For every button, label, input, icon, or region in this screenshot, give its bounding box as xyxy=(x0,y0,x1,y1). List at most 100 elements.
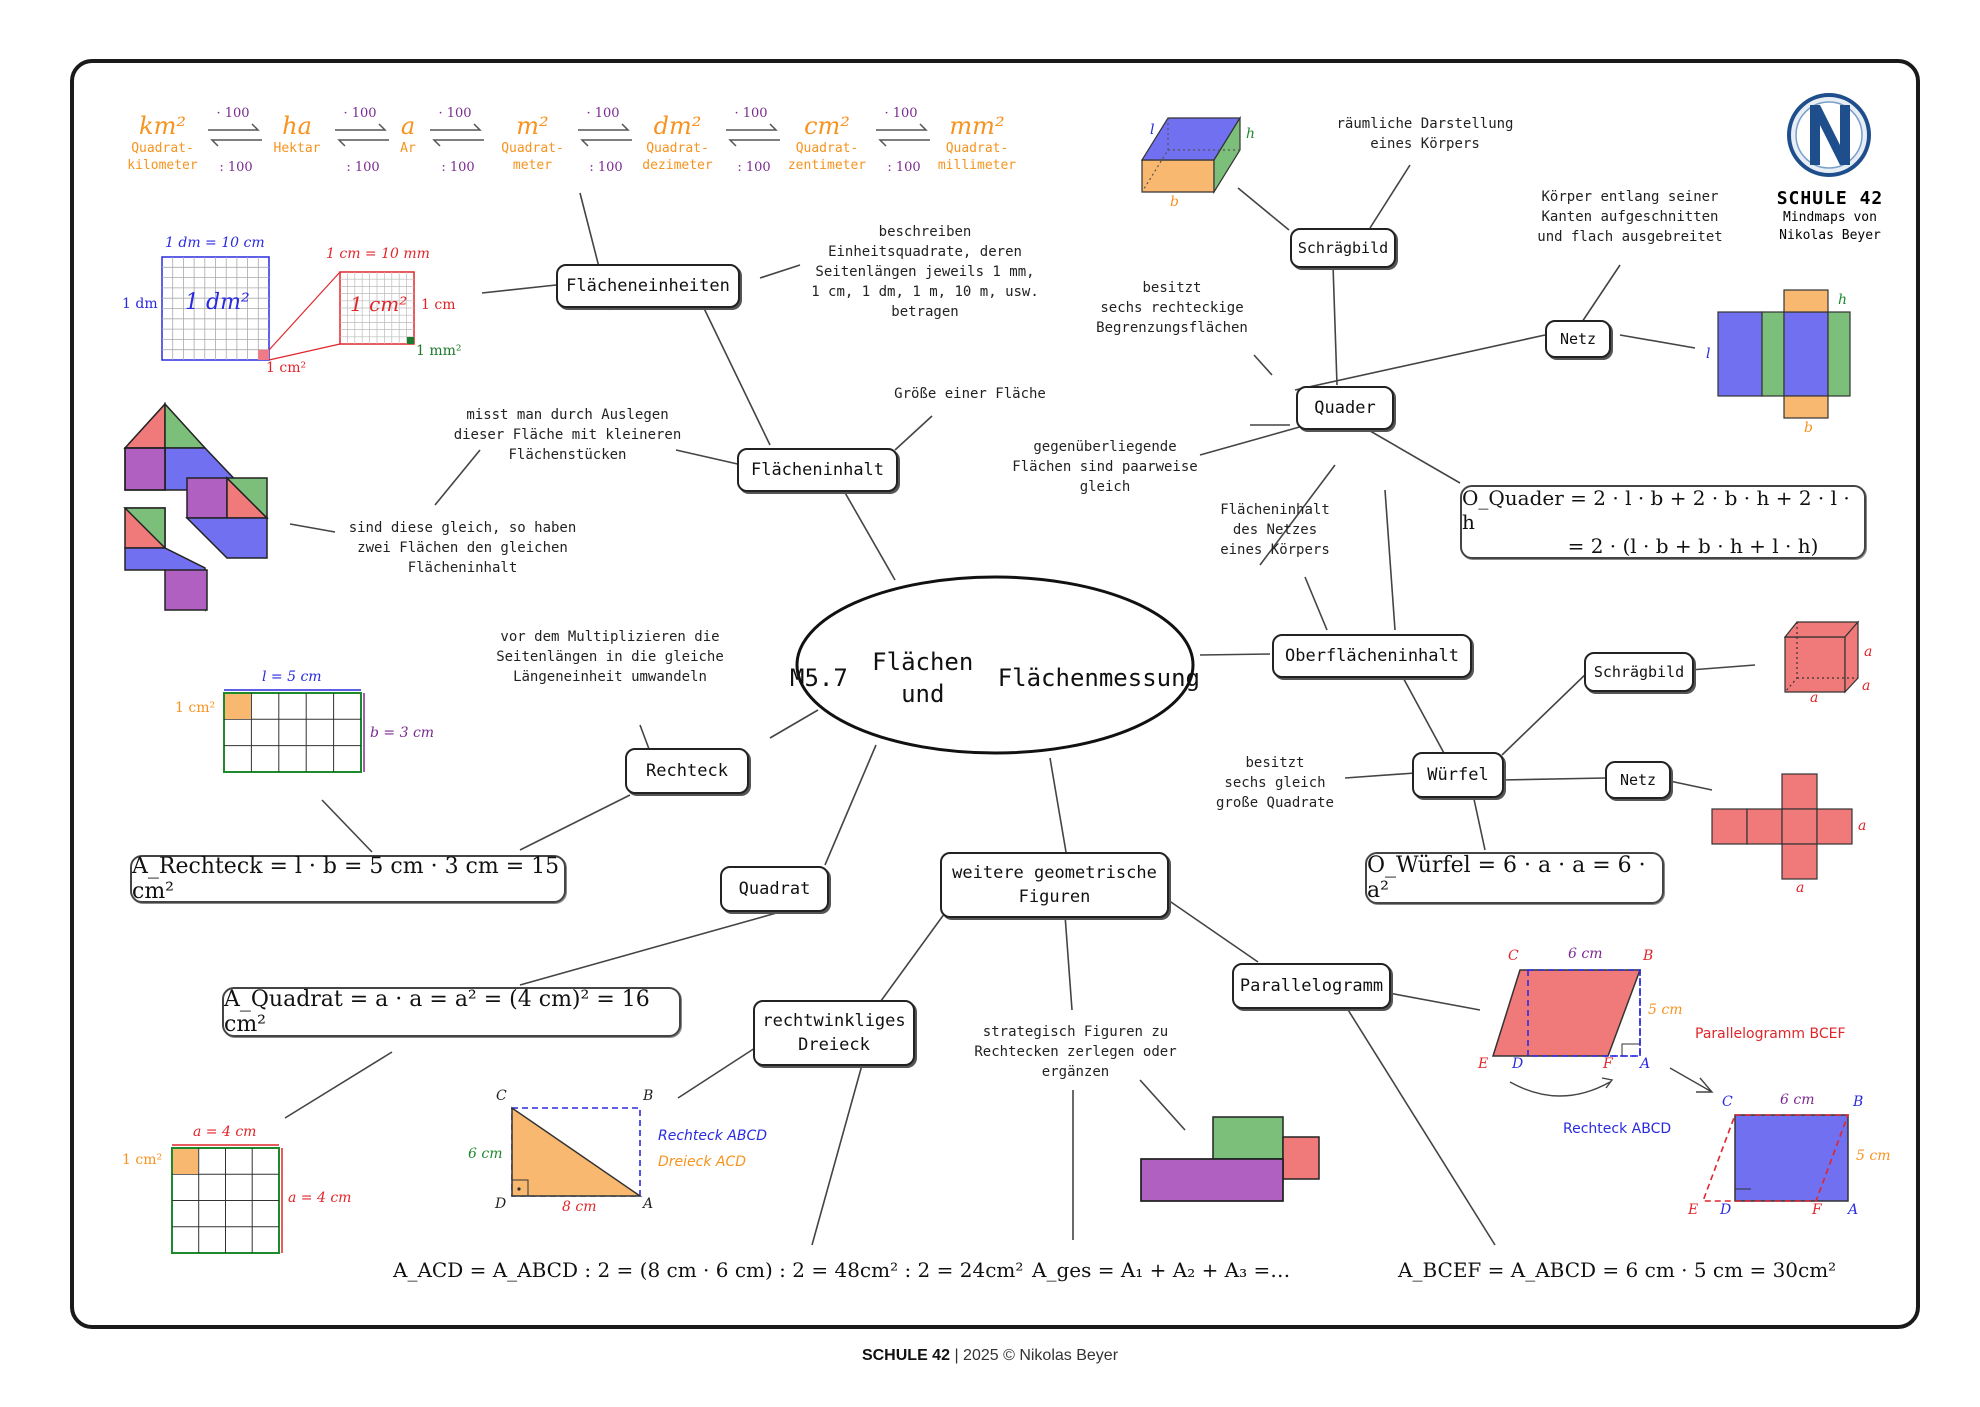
label-par-e: E xyxy=(1478,1056,1489,1072)
node-quader[interactable]: Quader xyxy=(1296,386,1394,430)
node-quadrat[interactable]: Quadrat xyxy=(720,866,829,912)
formula-dreieck: A_ACD = A_ABCD : 2 = (8 cm · 6 cm) : 2 =… xyxy=(393,1258,1024,1282)
node-weitere-figuren[interactable]: weitere geometrische Figuren xyxy=(940,852,1169,918)
text-sechs-rechteckige: besitzt sechs rechteckige Begrenzungsflä… xyxy=(1096,280,1248,336)
center-ellipse xyxy=(795,575,1195,755)
label-rect-unit: 1 cm² xyxy=(175,700,216,716)
node-oberflaecheninhalt[interactable]: Oberflächeninhalt xyxy=(1272,634,1472,678)
formula-wuerfel: O_Würfel = 6 · a · a = 6 · a² xyxy=(1365,852,1664,904)
label-tri-6: 6 cm xyxy=(468,1146,503,1162)
label-par-5: 5 cm xyxy=(1648,1002,1683,1018)
label-par-6: 6 cm xyxy=(1568,946,1603,962)
cuboid-figure xyxy=(1140,115,1242,195)
cuboid-net xyxy=(1717,289,1851,419)
node-parallelogramm[interactable]: Parallelogramm xyxy=(1232,963,1391,1009)
tangram-shapes xyxy=(123,402,269,612)
conv-div-3: : 100 xyxy=(441,160,475,175)
dm2-grid xyxy=(161,256,341,361)
node-rechteck[interactable]: Rechteck xyxy=(625,748,749,794)
center-topic: M5.7 Flächen und Flächenmessung xyxy=(790,648,1200,708)
label-netz-l: l xyxy=(1706,346,1711,362)
composite-figure xyxy=(1140,1116,1320,1202)
label-tri-dreieck: Dreieck ACD xyxy=(658,1154,747,1170)
label-dm-top: 1 dm = 10 cm xyxy=(165,235,265,251)
text-raeumlich: räumliche Darstellung eines Körpers xyxy=(1336,116,1514,152)
cube-figure xyxy=(1783,620,1860,694)
formula-rechteck: A_Rechteck = l · b = 5 cm · 3 cm = 15 cm… xyxy=(130,854,566,904)
conv-mul-3: · 100 xyxy=(438,106,472,121)
label-dm-side: 1 dm xyxy=(122,296,158,312)
node-wuerfel[interactable]: Würfel xyxy=(1412,752,1504,798)
label-par2-f: F xyxy=(1812,1202,1822,1218)
formula-quadrat: A_Quadrat = a · a = a² = (4 cm)² = 16 cm… xyxy=(222,987,681,1037)
label-dm-center: 1 dm² xyxy=(185,290,250,315)
label-par-d: D xyxy=(1512,1056,1524,1072)
conv-mul-1: · 100 xyxy=(216,106,250,121)
label-wuerfel-a1: a xyxy=(1864,644,1873,660)
label-netz-h: h xyxy=(1838,292,1848,308)
text-netz-flaeche: Flächeninhalt des Netzes eines Körpers xyxy=(1220,502,1330,558)
text-auslegen: misst man durch Auslegen dieser Fläche m… xyxy=(453,407,682,463)
label-tri-d: D xyxy=(495,1196,507,1212)
logo-subtitle: Mindmaps von Nikolas Beyer xyxy=(1779,210,1881,243)
connector-lines xyxy=(284,164,1756,1246)
label-par-a: A xyxy=(1640,1056,1651,1072)
label-mm-small: 1 mm² xyxy=(416,343,462,359)
shield-n-icon xyxy=(1787,93,1871,177)
node-rechtwinkliges-dreieck[interactable]: rechtwinkliges Dreieck xyxy=(753,1000,915,1066)
label-rect-l: l = 5 cm xyxy=(262,669,322,685)
label-rect-b: b = 3 cm xyxy=(370,725,435,741)
label-tri-8: 8 cm xyxy=(562,1199,597,1215)
label-par2-e: E xyxy=(1688,1202,1699,1218)
label-tri-b: B xyxy=(643,1088,654,1104)
label-sq-unit: 1 cm² xyxy=(122,1152,163,1168)
label-tri-c: C xyxy=(496,1088,507,1104)
label-quader-l: l xyxy=(1150,122,1155,138)
label-par-rect: Rechteck ABCD xyxy=(1563,1121,1672,1137)
label-par2-d: D xyxy=(1720,1202,1732,1218)
text-gegenueber: gegenüberliegende Flächen sind paarweise… xyxy=(1012,439,1198,495)
node-schraegbild-quader[interactable]: Schrägbild xyxy=(1290,228,1396,268)
node-schraegbild-wuerfel[interactable]: Schrägbild xyxy=(1584,652,1694,692)
formula-parallelogramm: A_BCEF = A_ABCD = 6 cm · 5 cm = 30cm² xyxy=(1398,1258,1837,1282)
label-cm-top: 1 cm = 10 mm xyxy=(326,246,430,262)
cm2-grid xyxy=(339,271,415,345)
formula-weitere: A_ges = A₁ + A₂ + A₃ =… xyxy=(1032,1258,1291,1282)
label-par2-6: 6 cm xyxy=(1780,1092,1815,1108)
node-flaecheneinheiten[interactable]: Flächeneinheiten xyxy=(556,264,740,308)
label-wnetz-a2: a xyxy=(1796,880,1805,896)
conv-mul-5: · 100 xyxy=(734,106,768,121)
conversion-arrows xyxy=(208,123,930,147)
text-multiplizieren: vor dem Multiplizieren die Seitenlängen … xyxy=(496,629,724,685)
node-netz-quader[interactable]: Netz xyxy=(1545,320,1611,358)
text-groesse: Größe einer Fläche xyxy=(894,386,1046,402)
rectangle-grid xyxy=(223,689,365,773)
formula-quader: O_Quader = 2 · l · b + 2 · b · h + 2 · l… xyxy=(1460,485,1866,559)
label-par-c: C xyxy=(1508,948,1519,964)
label-cm-side: 1 cm xyxy=(421,297,456,313)
node-flaecheninhalt[interactable]: Flächeninhalt xyxy=(737,448,898,492)
rectangle-from-parallelogram xyxy=(1701,1114,1850,1202)
node-netz-wuerfel[interactable]: Netz xyxy=(1605,761,1671,799)
label-cm-center: 1 cm² xyxy=(350,292,408,316)
parallelogram-figure xyxy=(1491,969,1714,1097)
conv-div-1: : 100 xyxy=(219,160,253,175)
right-triangle-figure xyxy=(511,1106,643,1197)
label-cm-small: 1 cm² xyxy=(266,360,307,376)
label-par-f: F xyxy=(1603,1056,1613,1072)
label-tri-a: A xyxy=(643,1196,654,1212)
conv-mul-6: · 100 xyxy=(884,106,918,121)
text-einheitsquadrate: beschreiben Einheitsquadrate, deren Seit… xyxy=(811,224,1039,320)
cube-net xyxy=(1711,773,1853,880)
conv-div-5: : 100 xyxy=(737,160,771,175)
conv-mul-4: · 100 xyxy=(586,106,620,121)
square-grid xyxy=(171,1144,283,1254)
label-par-b: B xyxy=(1643,948,1654,964)
label-tri-rechteck: Rechteck ABCD xyxy=(658,1128,768,1144)
